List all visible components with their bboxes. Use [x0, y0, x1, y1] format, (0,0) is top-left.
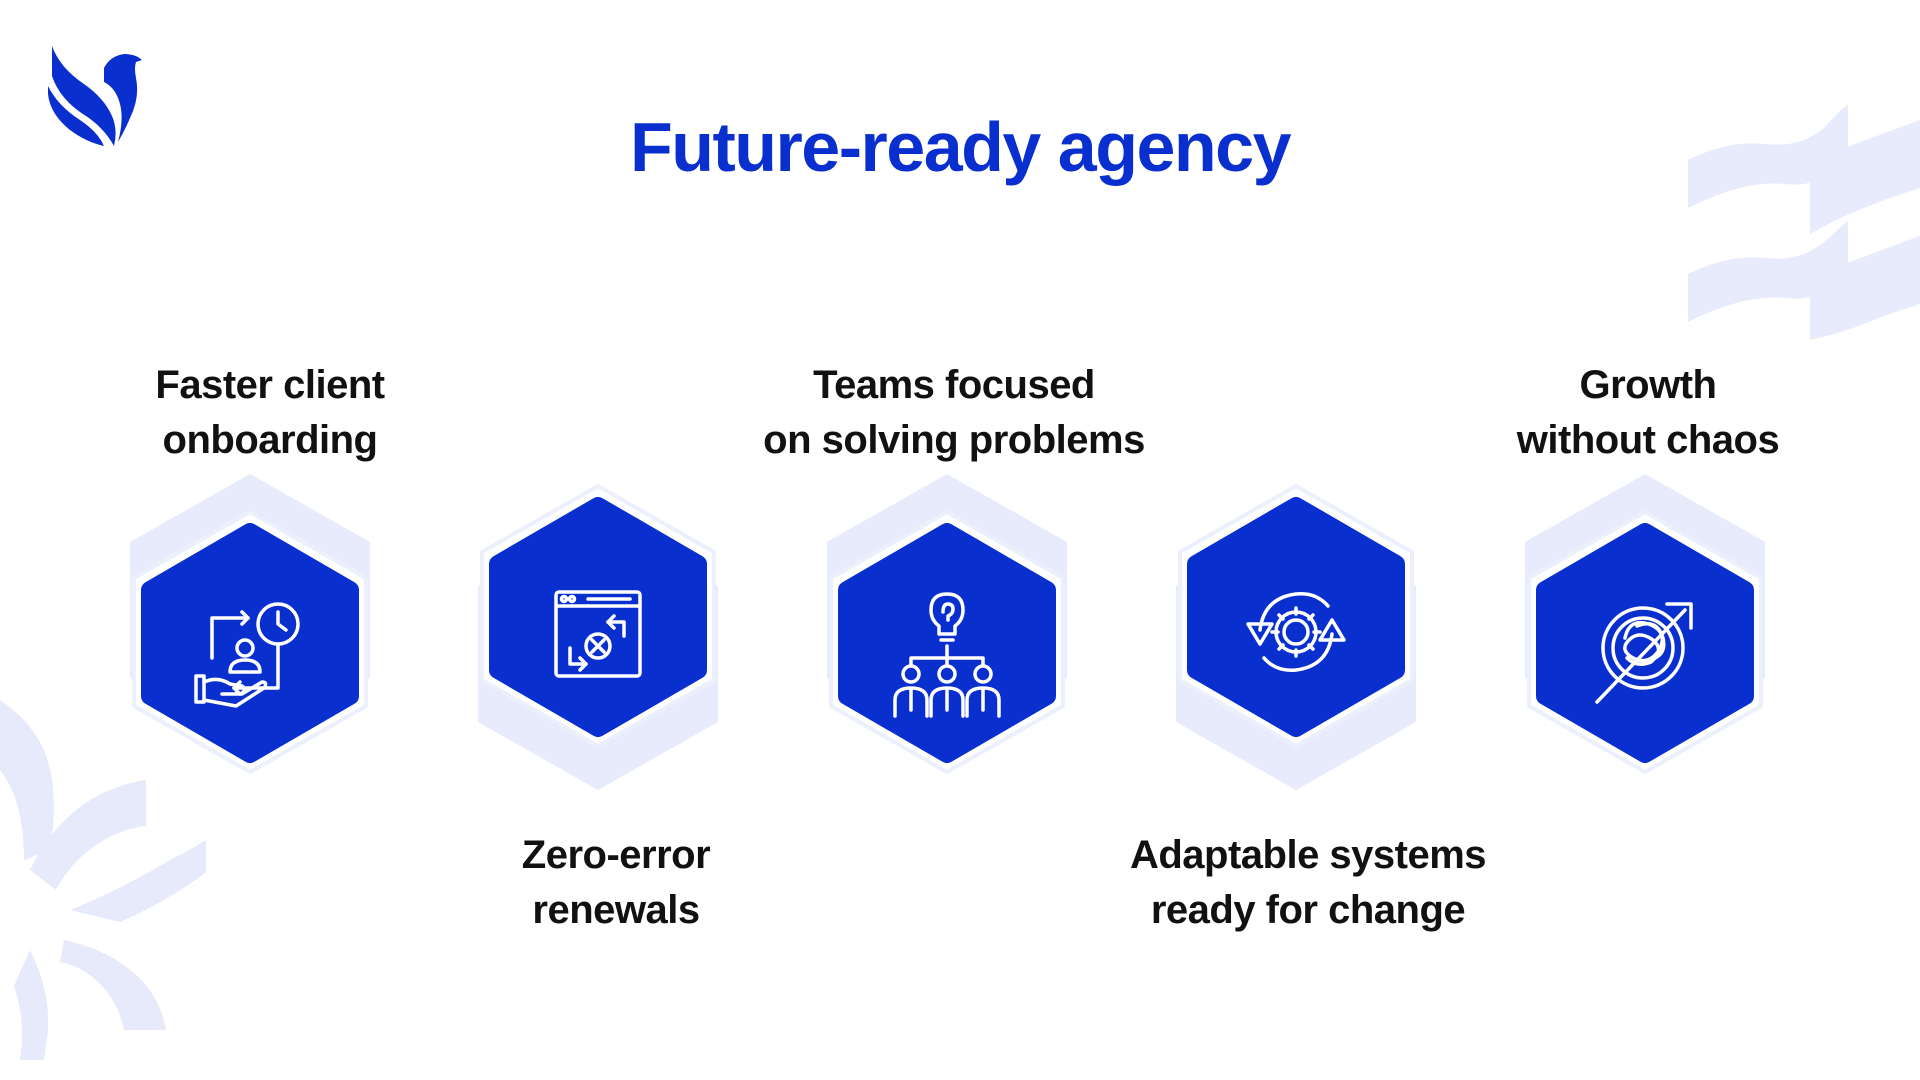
- benefit-label-line-1: Adaptable systems: [1129, 833, 1487, 877]
- benefit-label-line-2: ready for change: [1150, 888, 1466, 932]
- client-onboarding-clock-icon: [194, 602, 300, 708]
- benefit-label-line-1: Faster client: [155, 363, 385, 407]
- page-title: Future-ready agency: [629, 108, 1292, 186]
- benefit-card-renewals: [478, 484, 718, 798]
- benefit-label-line-2: renewals: [532, 888, 700, 932]
- benefit-label-line-2: onboarding: [162, 418, 378, 462]
- benefit-label-line-2: on solving problems: [763, 418, 1145, 462]
- benefit-label-growth: Growth without chaos: [1388, 358, 1908, 468]
- brand-logo: [48, 46, 142, 146]
- benefit-card-teams: [827, 474, 1067, 798]
- tangle-growth-arrow-icon: [1595, 602, 1693, 704]
- benefit-label-renewals: Zero-error renewals: [356, 828, 876, 938]
- benefit-card-onboarding: [130, 474, 370, 798]
- gear-cycle-arrows-icon: [1246, 592, 1346, 672]
- benefit-card-adaptable: [1176, 484, 1416, 798]
- benefit-card-growth: [1525, 474, 1765, 798]
- benefit-label-line-1: Zero-error: [521, 833, 711, 877]
- benefit-label-teams: Teams focused on solving problems: [694, 358, 1214, 468]
- benefit-label-onboarding: Faster client onboarding: [10, 358, 530, 468]
- team-idea-bulb-icon: [893, 592, 1001, 718]
- benefit-label-adaptable: Adaptable systems ready for change: [1048, 828, 1568, 938]
- renewal-window-error-icon: [554, 590, 642, 678]
- benefit-label-line-1: Teams focused: [813, 363, 1095, 407]
- pinwheel-decoration: [0, 700, 206, 1060]
- wave-pattern-decoration: [1688, 104, 1920, 340]
- benefit-label-line-1: Growth: [1579, 363, 1717, 407]
- benefit-label-line-2: without chaos: [1516, 418, 1780, 462]
